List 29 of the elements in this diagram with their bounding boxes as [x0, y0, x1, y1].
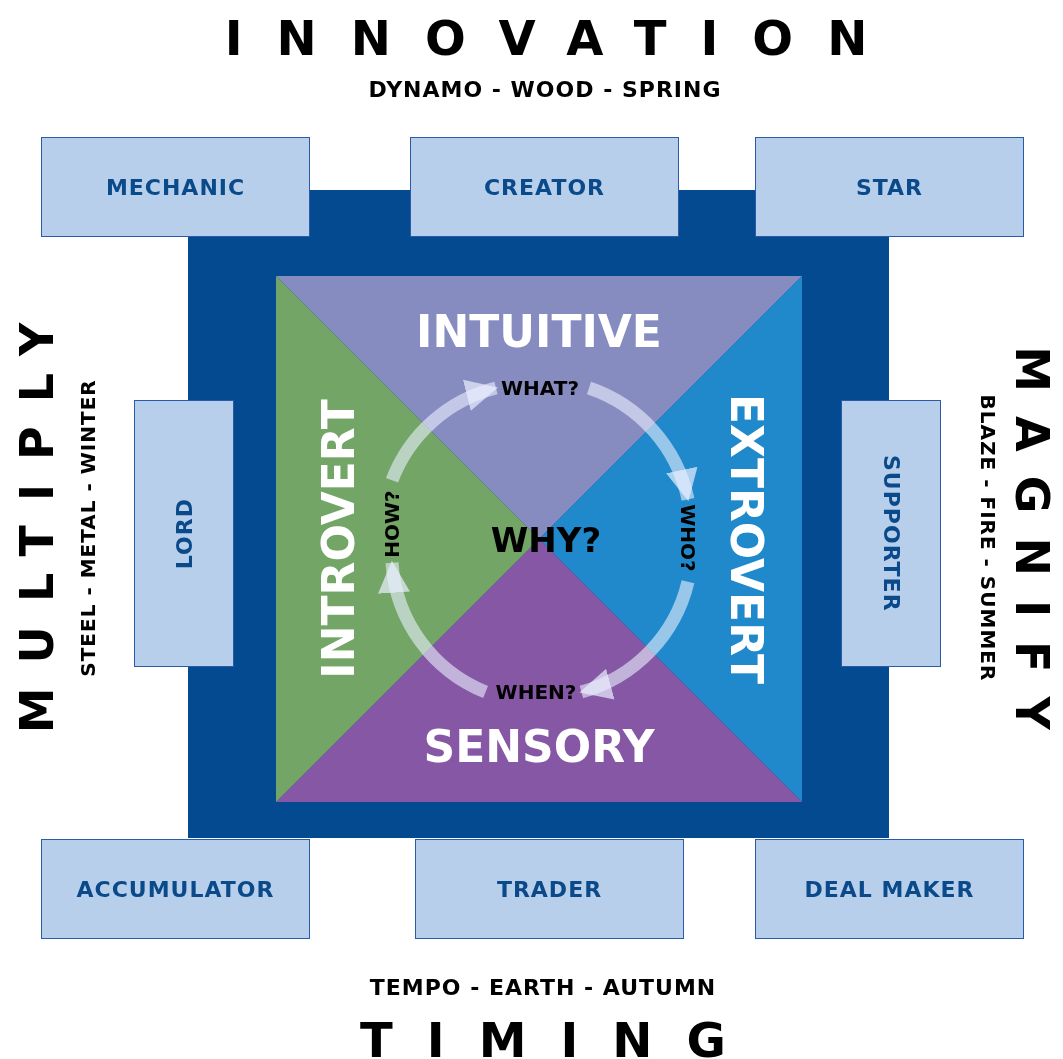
segment-label: INTUITIVE	[416, 310, 662, 354]
profile-box: DEAL MAKER	[755, 839, 1024, 939]
segment-label: EXTROVERT	[724, 393, 768, 685]
subheading: TEMPO - EARTH - AUTUMN	[369, 977, 717, 999]
subheading: BLAZE - FIRE - SUMMER	[978, 394, 998, 682]
profile-box: STAR	[755, 137, 1024, 237]
subheading: STEEL - METAL - WINTER	[78, 379, 98, 677]
profile-box: TRADER	[415, 839, 684, 939]
heading: INNOVATION	[223, 14, 902, 62]
heading: TIMING	[359, 1016, 760, 1059]
curved-arrow	[579, 579, 695, 699]
profile-box: CREATOR	[410, 137, 679, 237]
profile-box: ACCUMULATOR	[41, 839, 310, 939]
curved-arrow	[379, 560, 489, 698]
center-label: WHY?	[490, 523, 602, 557]
segment-label: SENSORY	[423, 725, 655, 769]
heading: MULTIPLY	[14, 298, 60, 736]
curved-arrow	[386, 381, 498, 483]
profile-box: SUPPORTER	[841, 400, 941, 667]
question-label: WHAT?	[499, 376, 581, 400]
subheading: DYNAMO - WOOD - SPRING	[368, 79, 722, 101]
question-label: WHEN?	[493, 680, 579, 704]
profile-box: LORD	[134, 400, 234, 667]
curved-arrow	[586, 382, 696, 502]
profile-box: MECHANIC	[41, 137, 310, 237]
question-label: HOW?	[380, 488, 404, 560]
question-label: WHO?	[676, 502, 700, 574]
heading: MAGNIFY	[1009, 345, 1055, 754]
segment-label: INTROVERT	[317, 399, 361, 679]
